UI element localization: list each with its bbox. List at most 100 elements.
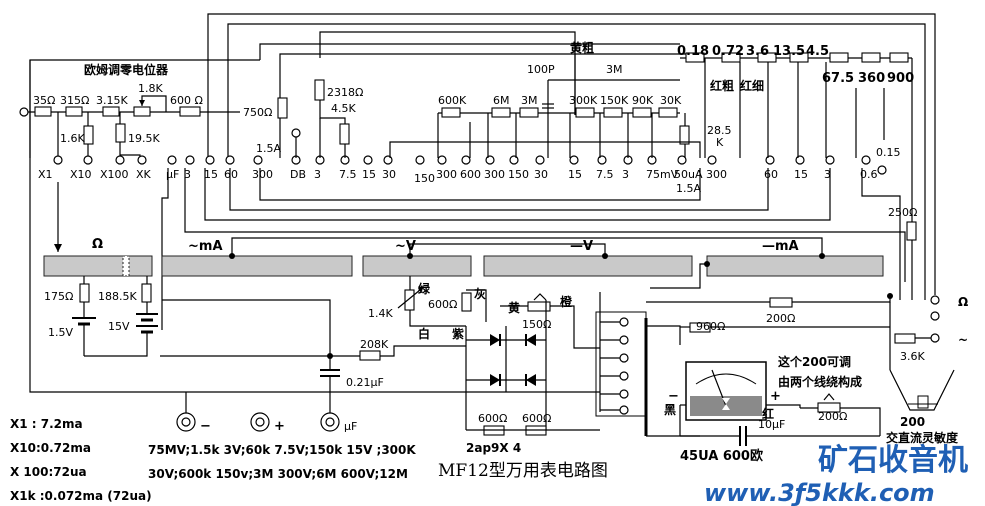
sensitivity-section: 960Ω 200Ω 这个200可调 由两个线绕构成 200Ω 3.6K Ω ~ … [646, 293, 968, 445]
terminal-label: 30 [534, 168, 548, 181]
r-200-label: 200Ω [766, 312, 795, 325]
terminal-label: DB [290, 168, 306, 181]
terminal-dot [677, 155, 687, 165]
label-red-fine: 红细 [740, 78, 764, 93]
jack-uf: μF [344, 420, 357, 433]
terminal-label: μF [166, 168, 179, 181]
r-2318-label: 2318Ω [327, 86, 363, 99]
terminal-dot [185, 155, 195, 165]
terminal-label: 600 [460, 168, 481, 181]
bar-acma-label: ~mA [188, 239, 223, 254]
terminal-dot [437, 155, 447, 165]
label-3m: 3M [606, 63, 623, 76]
shunt-135: 13.5 [773, 44, 805, 59]
wire-orange: 橙 [560, 294, 573, 309]
terminal-label: 15 [204, 168, 218, 181]
r-18k-label: 1.8K [138, 82, 163, 95]
label-red-lead: 红 [762, 406, 774, 421]
terminal-label: 15 [568, 168, 582, 181]
terminal-dot [167, 155, 177, 165]
meter-spec-label: 45UA 600欧 [680, 448, 763, 464]
wire-green: 绿 [418, 281, 431, 296]
terminal-label: 150 [508, 168, 529, 181]
ohm-zero-pot-label: 欧姆调零电位器 [84, 62, 169, 77]
r-315k-label: 3.15K [96, 94, 128, 107]
label-15a: 1.5A [256, 142, 281, 155]
meter-movement[interactable]: − + 黑 红 10μF 45UA 600欧 [664, 361, 880, 464]
terminal-label: 300 [252, 168, 273, 181]
terminal-label: 0.15 [876, 146, 901, 159]
terminal-dot [205, 155, 215, 165]
r-195k-label: 19.5K [128, 132, 160, 145]
r-285k-unit: K [716, 136, 724, 149]
terminal-label: 15 [794, 168, 808, 181]
r-300k-label: 300K [569, 94, 598, 107]
label-red-coarse: 红粗 [710, 78, 734, 93]
scale-bars: Ω ~mA ~V —V —mA [43, 237, 884, 289]
terminal-label: 30 [382, 168, 396, 181]
terminal-label: 0.6 [860, 168, 878, 181]
terminal-dot [383, 155, 393, 165]
terminal-label: 60 [224, 168, 238, 181]
wire-white: 白 [418, 326, 430, 341]
shunt-675: 67.5 [822, 71, 854, 86]
current-x10: X10:0.72ma [10, 441, 91, 455]
shunt-chain: 0.18 0.72 3.6 13.5 4.5 67.5 360 900 红粗 红… [677, 44, 917, 300]
c-021-label: 0.21μF [346, 376, 384, 389]
terminal-dot [415, 155, 425, 165]
terminal-label: 3 [622, 168, 629, 181]
terminal-label: 3 [824, 168, 831, 181]
sens-label: 交直流灵敏度 [886, 430, 959, 445]
r-150k-label: 150K [600, 94, 629, 107]
terminal-label: 75mV [646, 168, 679, 181]
terminal-label: 60 [764, 168, 778, 181]
terminal-label: 3 [184, 168, 191, 181]
terminal-label: 7.5 [596, 168, 614, 181]
wire-grey: 灰 [474, 286, 486, 301]
current-x1k: X1k :0.072ma (72ua) [10, 489, 152, 503]
bar-dcma-label: —mA [762, 239, 799, 254]
pot-note-2: 由两个线绕构成 [778, 374, 862, 389]
battery-section: 175Ω 188.5K 1.5V 15V [44, 276, 158, 357]
range-x100: X100 [100, 168, 129, 181]
r-750-label: 750Ω [243, 106, 272, 119]
bar-dcv-label: —V [570, 239, 593, 254]
shunt-36: 3.6 [746, 44, 769, 59]
battery-15v-high-label: 15V [108, 320, 130, 333]
terminal-label: 15 [362, 168, 376, 181]
r-208k-label: 208K [360, 338, 389, 351]
diagram-title: MF12型万用表电路图 [438, 461, 608, 481]
switch-contact [619, 371, 629, 381]
r-35-label: 35Ω [33, 94, 55, 107]
terminal-dot [253, 155, 263, 165]
r-600-label: 600 Ω [170, 94, 203, 107]
sensitivity-line-1: 75MV;1.5k 3V;60k 7.5V;150k 15V ;300K [148, 443, 416, 457]
terminal-label: 300 [484, 168, 505, 181]
sensitivity-line-2: 30V;600k 150v;3M 300V;6M 600V;12M [148, 467, 408, 481]
bar-ohm-label: Ω [92, 237, 103, 252]
terminal-dot [225, 155, 235, 165]
terminal-label: 1.5A [676, 182, 701, 195]
switch-contact [619, 335, 629, 345]
range-xk: XK [136, 168, 152, 181]
shunt-018: 0.18 [677, 44, 709, 59]
input-jacks[interactable]: − + μF [176, 392, 357, 434]
terminal-dot [877, 165, 887, 175]
watermark-cn: 矿石收音机 [818, 443, 968, 478]
terminal-label: 300 [436, 168, 457, 181]
diodes-label: 2ap9X 4 [466, 441, 521, 455]
terminal-label: 7.5 [339, 168, 357, 181]
terminal-dot [485, 155, 495, 165]
watermark-url: www.3ƒ5kkk.com [704, 479, 935, 506]
terminal-label: 3 [314, 168, 321, 181]
terminal-dot [825, 155, 835, 165]
r-30k-label: 30K [660, 94, 682, 107]
outer-wiring [29, 13, 936, 393]
meter-minus: − [668, 389, 679, 404]
current-notes: X1 : 7.2ma X10:0.72ma X 100:72ua X1k :0.… [10, 417, 608, 503]
r-1885k-label: 188.5K [98, 290, 137, 303]
battery-15v-label: 1.5V [48, 326, 73, 339]
r-6m-label: 6M [493, 94, 510, 107]
terminal-dot [363, 155, 373, 165]
